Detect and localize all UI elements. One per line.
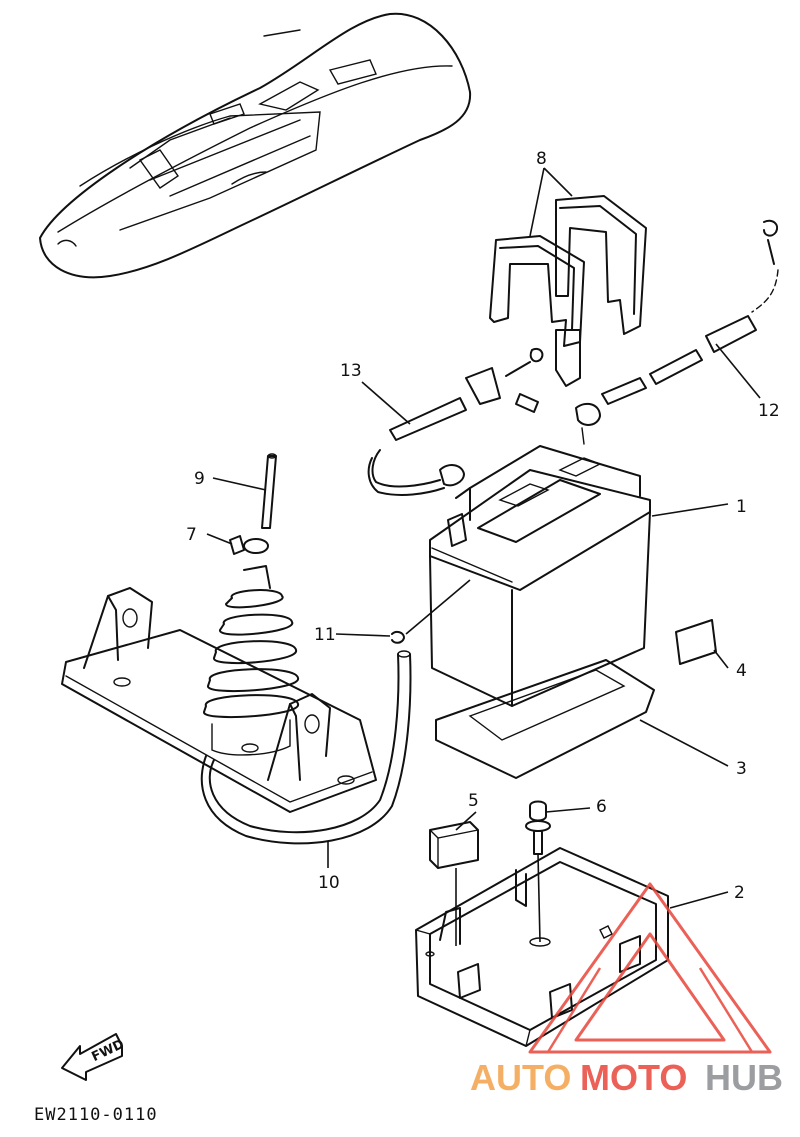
breather-hose <box>200 650 412 845</box>
callout-7: 7 <box>186 525 197 545</box>
leader-lines <box>206 167 761 946</box>
battery <box>429 427 651 707</box>
automotohub-watermark: AUTO MOTO HUB <box>470 882 783 1098</box>
battery-label <box>675 619 717 665</box>
callout-2: 2 <box>734 883 745 903</box>
callout-numbers: 1 2 3 4 5 6 7 8 9 10 11 12 13 <box>186 149 780 903</box>
callout-8: 8 <box>536 149 547 169</box>
bellows-boot <box>202 565 300 756</box>
watermark-auto: AUTO <box>470 1057 571 1098</box>
drawing-code: EW2110-0110 <box>34 1105 158 1125</box>
watermark-hub: HUB <box>705 1057 783 1098</box>
callout-5: 5 <box>468 791 479 811</box>
callout-10: 10 <box>318 873 340 893</box>
pipe-fitting <box>391 630 405 644</box>
callout-11: 11 <box>314 625 336 645</box>
positive-lead <box>575 219 779 426</box>
forward-direction-arrow: FWD <box>61 1033 127 1081</box>
callout-6: 6 <box>596 797 607 817</box>
breather-pipe <box>261 453 277 529</box>
watercraft-illustration <box>39 12 472 279</box>
callout-3: 3 <box>736 759 747 779</box>
callout-1: 1 <box>736 497 747 517</box>
hose-clamp <box>229 535 269 555</box>
callout-13: 13 <box>340 361 362 381</box>
battery-box <box>415 847 669 1047</box>
fwd-label: FWD <box>89 1037 126 1065</box>
callout-9: 9 <box>194 469 205 489</box>
negative-lead <box>367 348 544 496</box>
battery-pad <box>435 659 655 779</box>
callout-12: 12 <box>758 401 780 421</box>
battery-band-pair <box>489 195 647 387</box>
watermark-moto: MOTO <box>580 1057 687 1098</box>
callout-4: 4 <box>736 661 747 681</box>
rubber-plug <box>429 821 479 869</box>
bolt <box>525 800 551 855</box>
watermark-triangle-logo <box>528 882 772 1054</box>
battery-box-base <box>61 587 377 813</box>
